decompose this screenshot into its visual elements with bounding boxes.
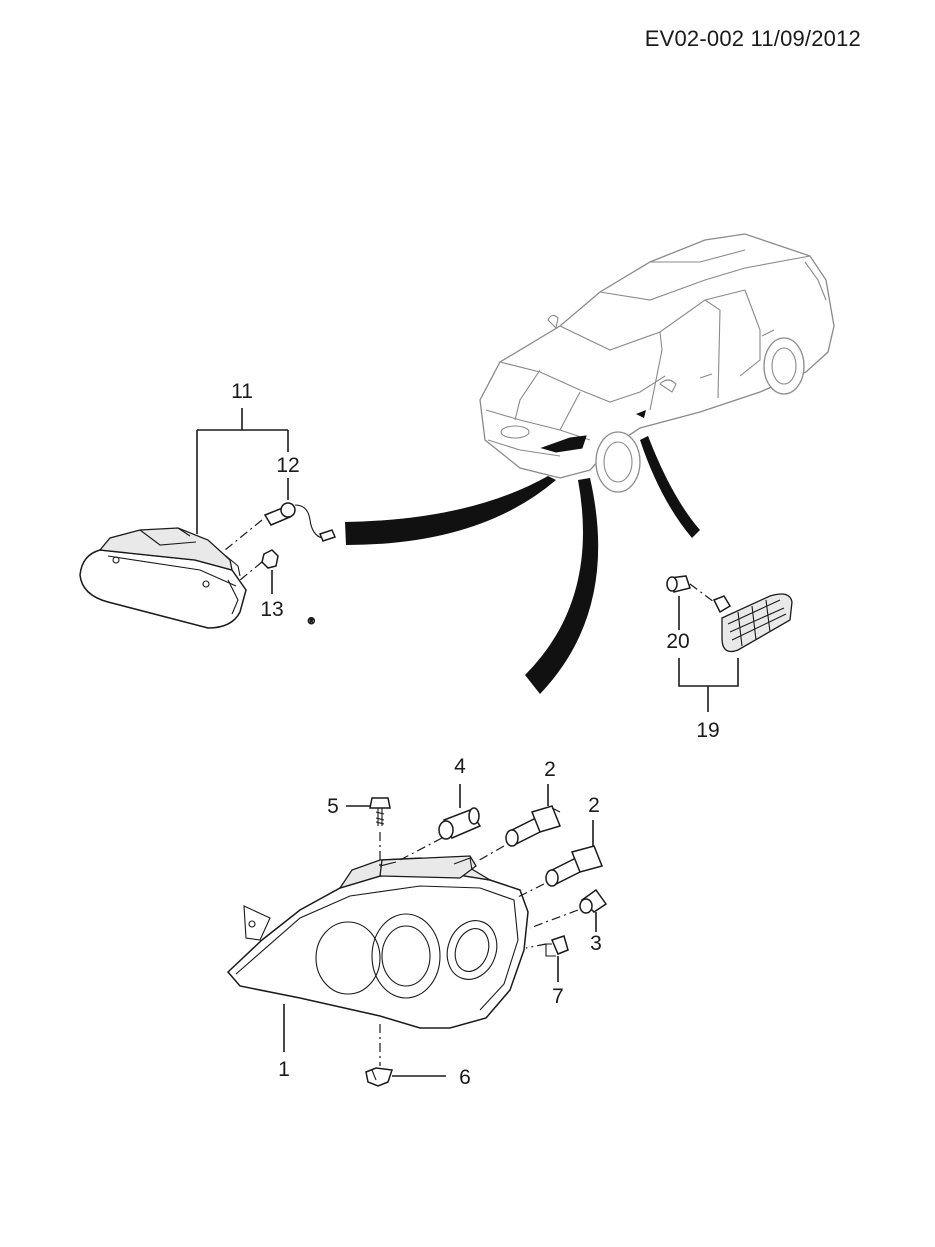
headlamp-bulb-upper [475, 784, 562, 863]
fog-lamp-assembly: ® [79, 408, 337, 629]
callout-2-upper: 2 [544, 758, 556, 781]
side-marker-bulb [666, 575, 691, 593]
callout-13: 13 [260, 598, 283, 621]
callout-3: 3 [590, 932, 602, 955]
callout-4: 4 [454, 755, 466, 778]
headlamp-clip [525, 935, 569, 982]
callout-7: 7 [552, 985, 564, 1008]
callout-11: 11 [231, 380, 253, 403]
fog-lamp-nut [239, 549, 279, 594]
callout-6: 6 [459, 1066, 471, 1089]
headlamp-bolt [346, 797, 391, 866]
callout-12: 12 [276, 454, 299, 477]
side-marker-assembly [666, 575, 793, 712]
car-illustration [479, 233, 835, 493]
header: EV02-002 11/09/2012 [0, 0, 935, 60]
ribbon-to-headlamp [525, 478, 599, 694]
location-ribbons [345, 436, 700, 694]
headlamp-nut [365, 1024, 446, 1087]
headlamp-bulb-lower [515, 820, 604, 899]
callout-1: 1 [278, 1058, 290, 1081]
fog-bulb [224, 478, 337, 551]
callout-2-lower: 2 [588, 794, 600, 817]
document-code-date: EV02-002 11/09/2012 [644, 26, 861, 51]
svg-text:®: ® [308, 616, 315, 626]
turn-signal-bulb [529, 888, 608, 932]
callout-19: 19 [696, 719, 719, 742]
callout-20: 20 [666, 630, 689, 653]
parking-bulb [399, 784, 482, 861]
callout-5: 5 [327, 795, 339, 818]
ribbon-to-fog-lamp [345, 476, 556, 545]
ribbon-to-side-marker [640, 436, 700, 538]
headlamp-assembly [226, 855, 529, 1052]
